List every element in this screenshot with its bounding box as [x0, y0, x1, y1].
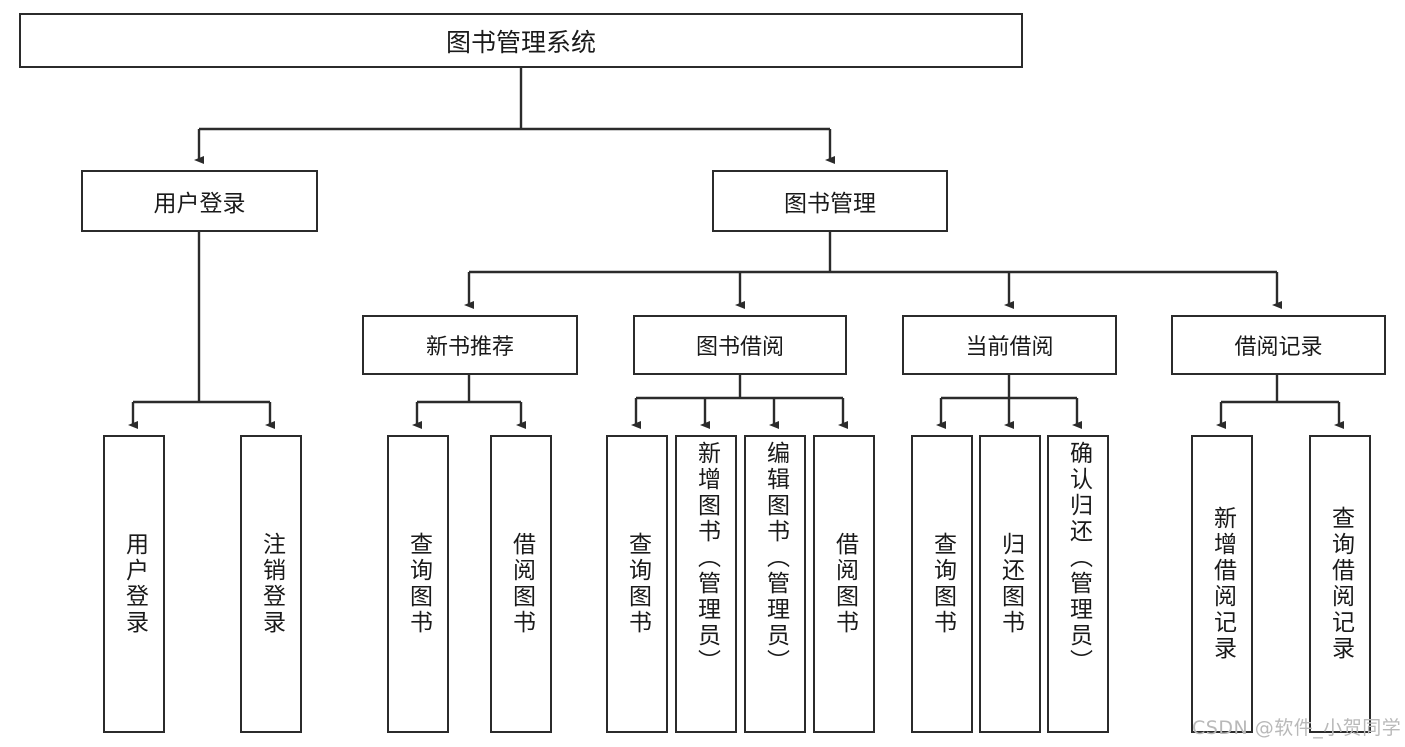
csdn-watermark: CSDN @软件_小贺同学 — [1192, 717, 1402, 739]
leaf-current-borrow-return[interactable]: 归还图书 — [979, 435, 1041, 733]
leaf-label: 注销登录 — [258, 532, 285, 636]
leaf-current-borrow-query[interactable]: 查询图书 — [911, 435, 973, 733]
node-borrow-record-label: 借阅记录 — [1234, 335, 1323, 360]
node-new-book-recommend[interactable]: 新书推荐 — [362, 315, 578, 375]
node-book-borrow-label: 图书借阅 — [695, 335, 784, 360]
leaf-label: 新增图书（管理员） — [693, 441, 720, 675]
node-current-borrow-label: 当前借阅 — [965, 335, 1054, 360]
leaf-new-book-borrow[interactable]: 借阅图书 — [490, 435, 552, 733]
node-book-borrow[interactable]: 图书借阅 — [633, 315, 847, 375]
leaf-borrow-record-query[interactable]: 查询借阅记录 — [1309, 435, 1371, 733]
leaf-new-book-query[interactable]: 查询图书 — [387, 435, 449, 733]
leaf-label: 确认归还（管理员） — [1065, 441, 1092, 675]
leaf-label: 借阅图书 — [831, 532, 858, 636]
leaf-book-borrow-add[interactable]: 新增图书（管理员） — [675, 435, 737, 733]
node-borrow-record[interactable]: 借阅记录 — [1171, 315, 1386, 375]
leaf-borrow-record-add[interactable]: 新增借阅记录 — [1191, 435, 1253, 733]
node-book-management-label: 图书管理 — [784, 191, 876, 217]
leaf-label: 编辑图书（管理员） — [762, 441, 789, 675]
node-user-login[interactable]: 用户登录 — [81, 170, 318, 232]
leaf-user-login-login[interactable]: 用户登录 — [103, 435, 165, 733]
node-root[interactable]: 图书管理系统 — [19, 13, 1023, 68]
node-root-label: 图书管理系统 — [445, 27, 596, 57]
leaf-user-login-logout[interactable]: 注销登录 — [240, 435, 302, 733]
node-new-book-recommend-label: 新书推荐 — [425, 335, 514, 360]
leaf-label: 新增借阅记录 — [1209, 506, 1236, 662]
node-user-login-label: 用户登录 — [153, 191, 246, 217]
leaf-label: 用户登录 — [121, 532, 148, 636]
leaf-label: 查询图书 — [624, 532, 651, 636]
leaf-book-borrow-borrow[interactable]: 借阅图书 — [813, 435, 875, 733]
node-current-borrow[interactable]: 当前借阅 — [902, 315, 1117, 375]
leaf-label: 借阅图书 — [508, 532, 535, 636]
leaf-label: 归还图书 — [997, 532, 1024, 636]
leaf-label: 查询图书 — [929, 532, 956, 636]
leaf-label: 查询图书 — [405, 532, 432, 636]
leaf-book-borrow-query[interactable]: 查询图书 — [606, 435, 668, 733]
leaf-current-borrow-confirm-return[interactable]: 确认归还（管理员） — [1047, 435, 1109, 733]
leaf-label: 查询借阅记录 — [1327, 506, 1354, 662]
node-book-management[interactable]: 图书管理 — [712, 170, 948, 232]
leaf-book-borrow-edit[interactable]: 编辑图书（管理员） — [744, 435, 806, 733]
